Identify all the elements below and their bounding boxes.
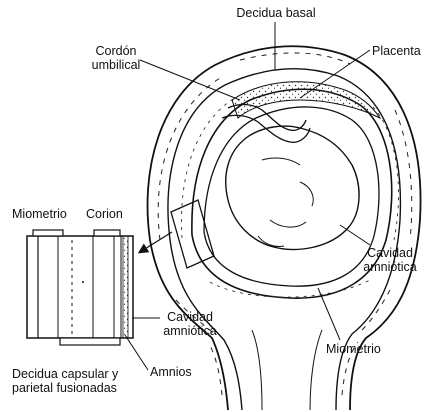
label-cordon-line1: Cordón (78, 44, 154, 58)
label-cordon-umbilical: Cordón umbilical (78, 44, 154, 72)
label-miometrio-inset: Miometrio (12, 207, 67, 221)
inset-layers (27, 230, 133, 345)
inset-arrow (140, 232, 172, 252)
label-amnios: Amnios (150, 365, 192, 379)
label-corion: Corion (86, 207, 123, 221)
label-decidua-capsular: Decidua capsular y parietal fusionadas (12, 367, 118, 395)
label-cavidad-inset-line1: Cavidad (158, 310, 222, 324)
label-cordon-line2: umbilical (78, 58, 154, 72)
label-decidua-caps-line1: Decidua capsular y (12, 367, 118, 381)
label-decidua-basal: Decidua basal (224, 6, 328, 20)
label-cavidad-main-line2: amniótica (350, 260, 430, 274)
label-miometrio-right: Miometrio (326, 342, 381, 356)
label-cavidad-amniotica-main: Cavidad amniótica (350, 246, 430, 274)
label-placenta: Placenta (372, 44, 421, 58)
uterus-inner-wall (168, 69, 400, 410)
label-cavidad-amniotica-inset: Cavidad amniótica (158, 310, 222, 338)
label-decidua-caps-line2: parietal fusionadas (12, 381, 118, 395)
fetus (226, 126, 359, 249)
cervical-canal (252, 330, 322, 410)
label-cavidad-inset-line2: amniótica (158, 324, 222, 338)
label-cavidad-main-line1: Cavidad (350, 246, 430, 260)
